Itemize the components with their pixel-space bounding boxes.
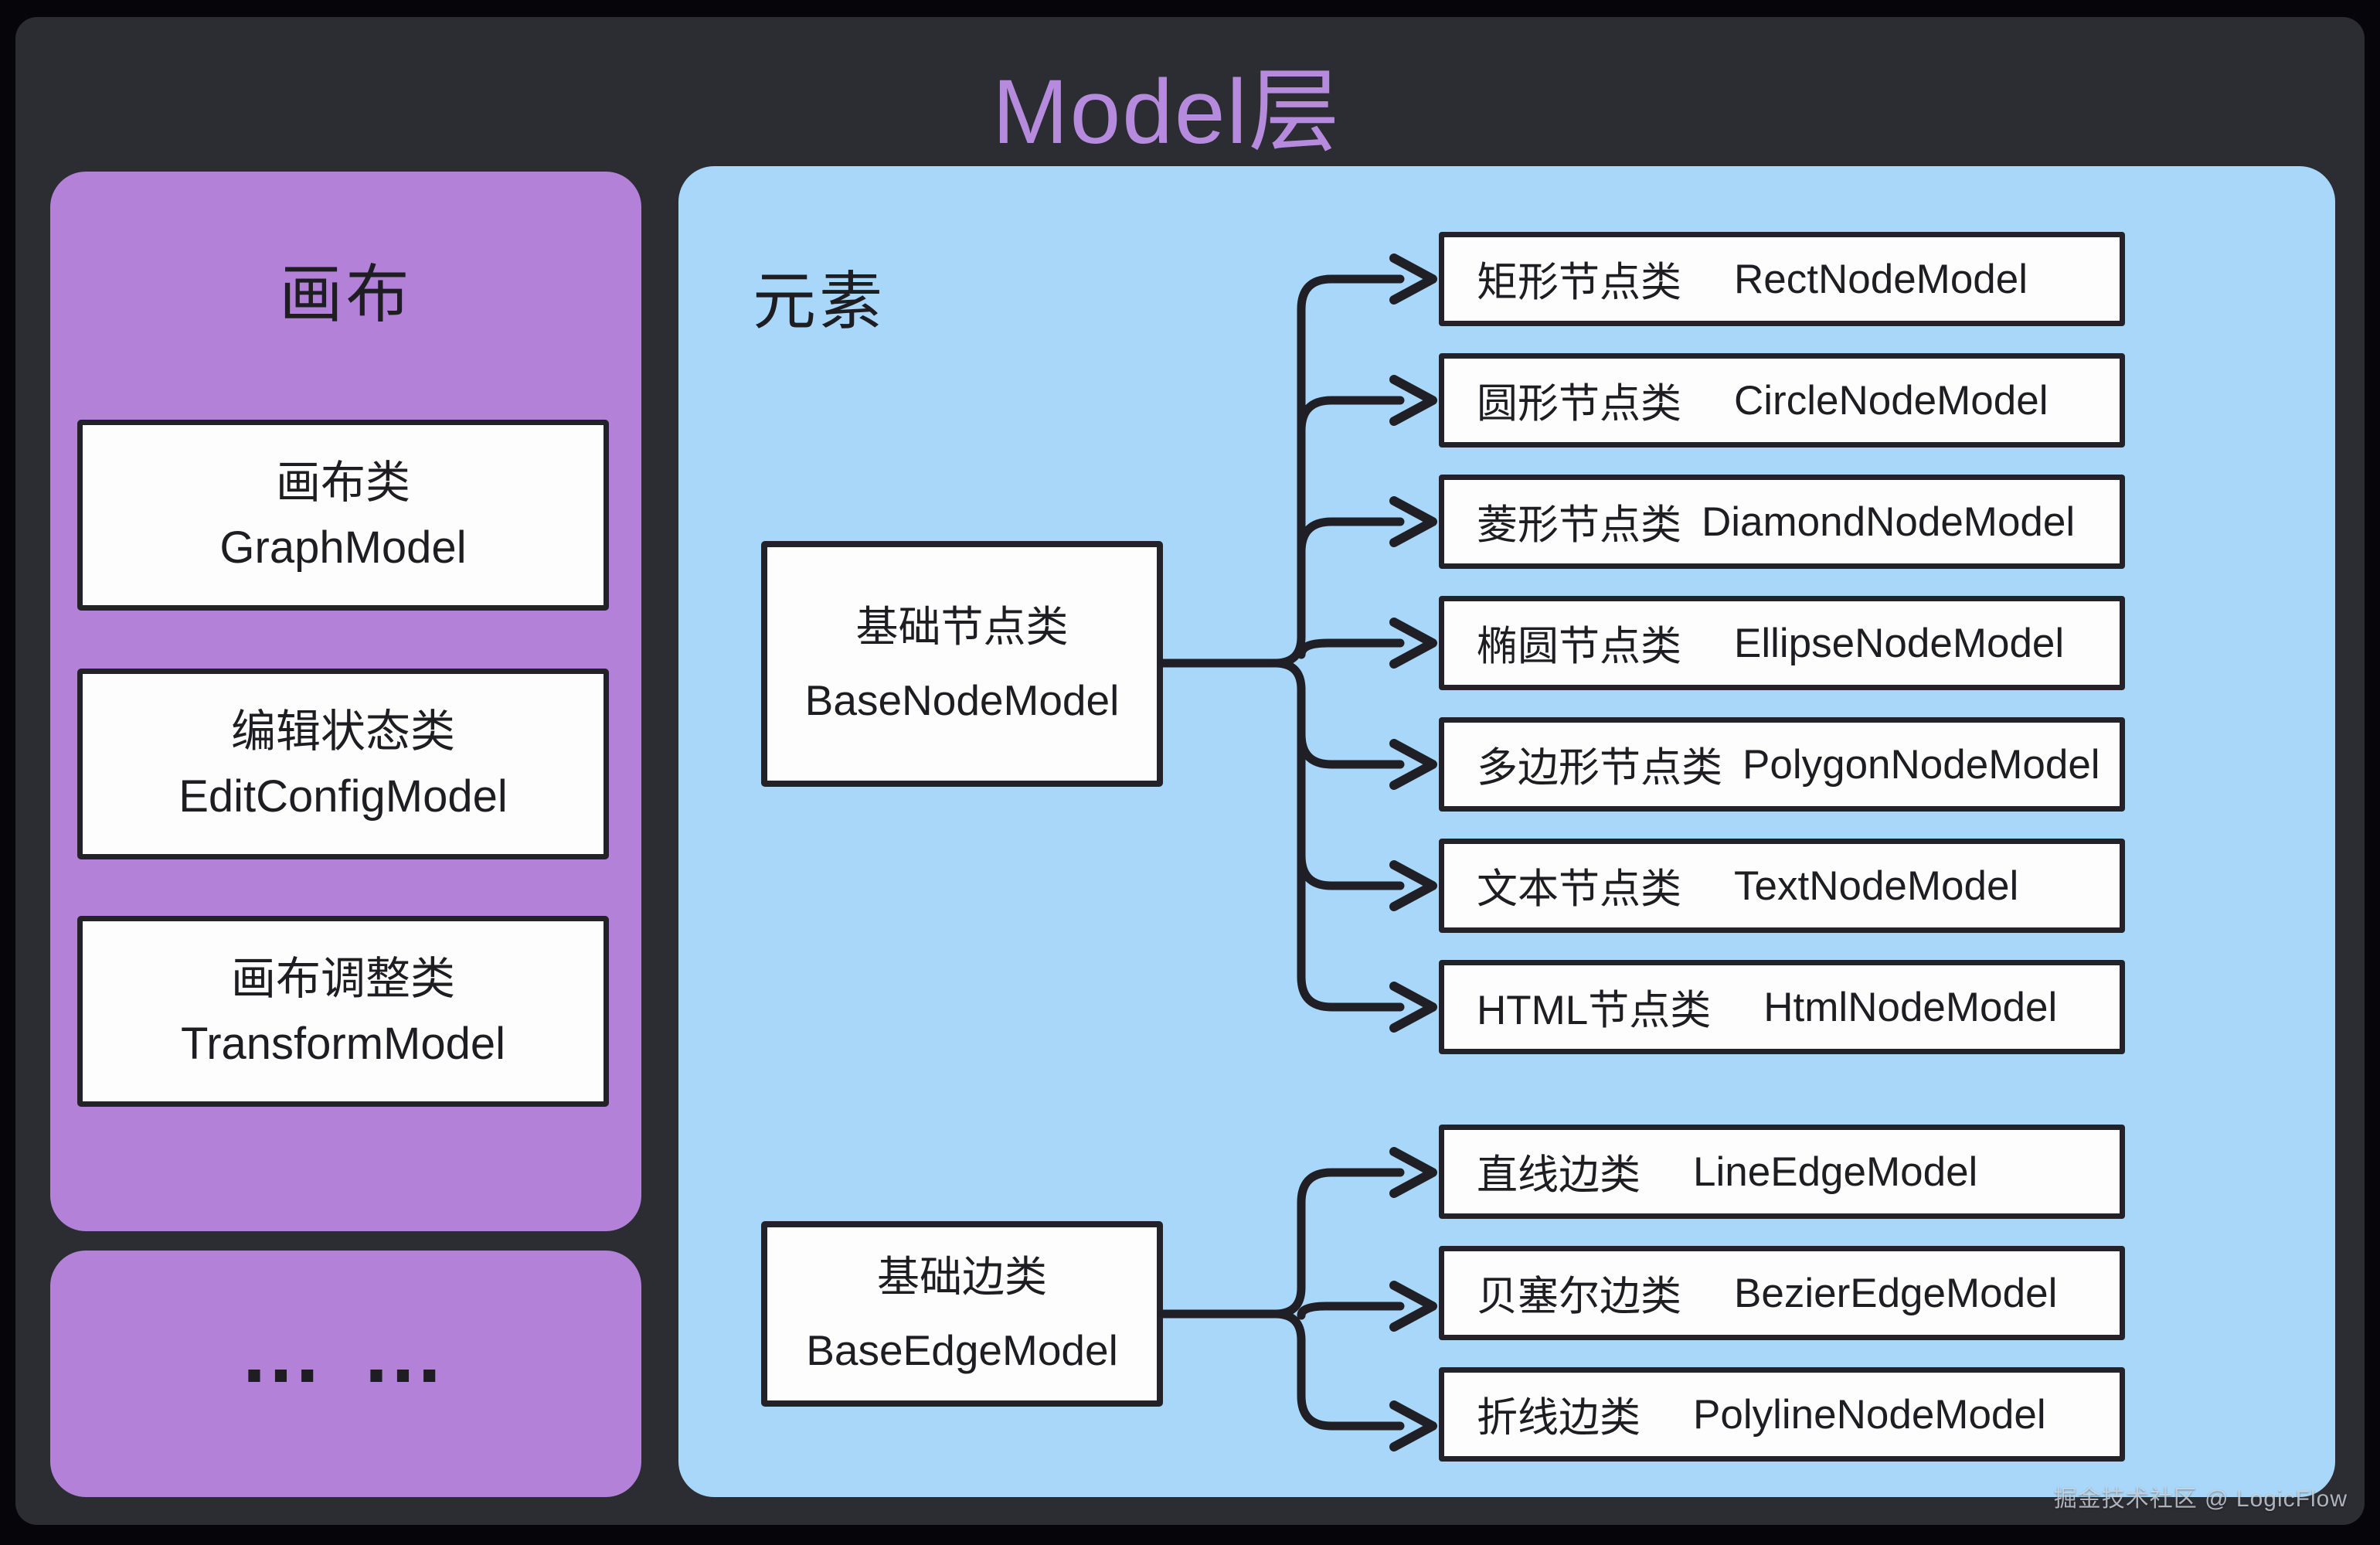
circle-node-label-zh: 圆形节点类 <box>1477 381 1681 427</box>
watermark: 掘金技术社区 @ LogicFlow <box>2053 1486 2348 1512</box>
more-panel: … … <box>50 1251 641 1497</box>
base-edge-label-zh: 基础边类 <box>876 1253 1047 1301</box>
canvas-panel: 画布 画布类 GraphModel 编辑状态类 EditConfigModel … <box>50 172 641 1231</box>
bezier-edge-label-zh: 贝塞尔边类 <box>1477 1274 1681 1319</box>
html-node-model-box: HTML节点类 HtmlNodeModel <box>1439 960 2125 1054</box>
base-node-model-box: 基础节点类 BaseNodeModel <box>761 541 1163 787</box>
line-edge-label-en: LineEdgeModel <box>1693 1149 1978 1195</box>
page-title: Model层 <box>992 61 1341 163</box>
edit-config-model-label-en: EditConfigModel <box>178 771 508 822</box>
rect-node-label-en: RectNodeModel <box>1734 256 2028 302</box>
rect-node-label-zh: 矩形节点类 <box>1477 260 1681 305</box>
ellipse-node-label-zh: 椭圆节点类 <box>1477 624 1681 669</box>
circle-node-label-en: CircleNodeModel <box>1734 377 2048 424</box>
circle-node-model-box: 圆形节点类 CircleNodeModel <box>1439 353 2125 448</box>
ellipsis-label: … … <box>239 1305 453 1400</box>
diamond-node-model-box: 菱形节点类 DiamondNodeModel <box>1439 475 2125 569</box>
transform-model-box: 画布调整类 TransformModel <box>77 916 609 1107</box>
polygon-node-label-zh: 多边形节点类 <box>1477 745 1722 791</box>
base-node-label-zh: 基础节点类 <box>855 603 1069 651</box>
polyline-edge-model-box: 折线边类 PolylineNodeModel <box>1439 1367 2125 1462</box>
graph-model-label-en: GraphModel <box>219 522 467 573</box>
text-node-model-box: 文本节点类 TextNodeModel <box>1439 839 2125 933</box>
diamond-node-label-en: DiamondNodeModel <box>1702 499 2076 545</box>
graph-model-label-zh: 画布类 <box>275 457 410 508</box>
polyline-edge-label-zh: 折线边类 <box>1477 1395 1640 1441</box>
ellipse-node-label-en: EllipseNodeModel <box>1734 620 2065 666</box>
transform-model-label-en: TransformModel <box>180 1018 506 1069</box>
canvas-panel-title: 画布 <box>279 260 413 330</box>
polygon-node-label-en: PolygonNodeModel <box>1742 741 2100 788</box>
transform-model-label-zh: 画布调整类 <box>230 953 455 1004</box>
base-node-label-en: BaseNodeModel <box>804 676 1120 724</box>
polyline-edge-label-en: PolylineNodeModel <box>1693 1391 2046 1438</box>
ellipse-node-model-box: 椭圆节点类 EllipseNodeModel <box>1439 596 2125 690</box>
bezier-edge-label-en: BezierEdgeModel <box>1734 1270 2058 1316</box>
polygon-node-model-box: 多边形节点类 PolygonNodeModel <box>1439 717 2125 812</box>
diamond-node-label-zh: 菱形节点类 <box>1477 502 1681 548</box>
edit-config-model-box: 编辑状态类 EditConfigModel <box>77 669 609 859</box>
elements-panel: 元素 基础节点类 BaseNodeModel 基础边类 BaseEdgeMode… <box>678 166 2335 1497</box>
html-node-label-en: HtmlNodeModel <box>1763 984 2058 1030</box>
edit-config-model-label-zh: 编辑状态类 <box>230 706 455 757</box>
line-edge-model-box: 直线边类 LineEdgeModel <box>1439 1125 2125 1219</box>
bezier-edge-model-box: 贝塞尔边类 BezierEdgeModel <box>1439 1246 2125 1340</box>
elements-panel-title: 元素 <box>753 267 886 337</box>
base-edge-label-en: BaseEdgeModel <box>806 1326 1118 1374</box>
html-node-label-zh: HTML节点类 <box>1477 988 1712 1033</box>
line-edge-label-zh: 直线边类 <box>1477 1152 1640 1198</box>
base-edge-model-box: 基础边类 BaseEdgeModel <box>761 1221 1163 1407</box>
text-node-label-en: TextNodeModel <box>1734 863 2019 909</box>
text-node-label-zh: 文本节点类 <box>1477 866 1681 912</box>
graph-model-box: 画布类 GraphModel <box>77 420 609 611</box>
rect-node-model-box: 矩形节点类 RectNodeModel <box>1439 232 2125 326</box>
